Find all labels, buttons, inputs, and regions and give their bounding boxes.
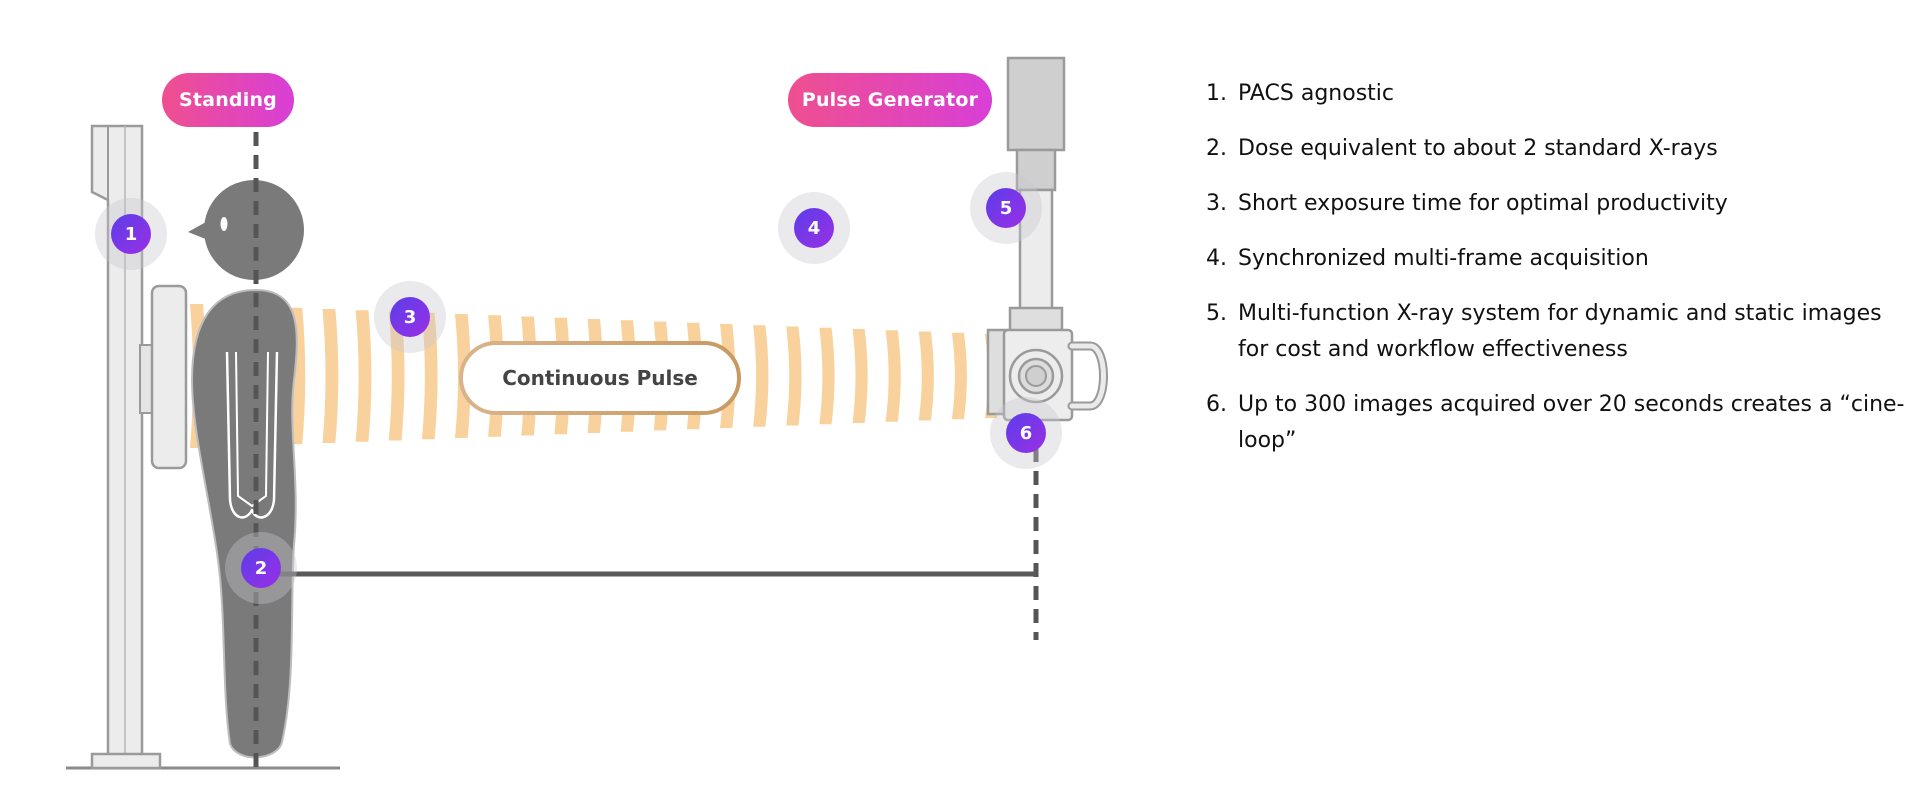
feature-item: 1. PACS agnostic (1206, 76, 1906, 112)
marker-number: 1 (111, 214, 151, 254)
beam-arc (885, 330, 901, 422)
feature-list: 1. PACS agnostic 2. Dose equivalent to abo… (1206, 76, 1906, 478)
pulse-generator-label: Pulse Generator (788, 73, 992, 127)
feature-text: Dose equivalent to about 2 standard X-ra… (1238, 136, 1718, 161)
marker-number: 2 (241, 548, 281, 588)
feature-item: 4. Synchronized multi-frame acquisition (1206, 241, 1906, 277)
marker-number: 5 (986, 188, 1026, 228)
xray-source-assembly (986, 56, 1108, 422)
beam-arc (951, 332, 967, 420)
feature-item: 3. Short exposure time for optimal produc… (1206, 186, 1906, 222)
beam-arc (786, 326, 802, 426)
beam-arc (753, 325, 769, 427)
marker-4[interactable]: 4 (778, 192, 850, 264)
beam-arc (388, 311, 405, 441)
beam-arc (355, 310, 372, 442)
feature-text: Short exposure time for optimal producti… (1238, 191, 1728, 216)
feature-number: 3. (1206, 191, 1227, 216)
standing-person-figure (188, 180, 304, 759)
detector-stand (90, 124, 188, 770)
feature-text: PACS agnostic (1238, 81, 1394, 106)
feature-text: Multi-function X-ray system for dynamic … (1238, 301, 1882, 362)
beam-arc (852, 329, 868, 423)
feature-number: 4. (1206, 246, 1227, 271)
feature-item: 6. Up to 300 images acquired over 20 seco… (1206, 387, 1906, 459)
marker-1[interactable]: 1 (95, 198, 167, 270)
feature-number: 5. (1206, 301, 1227, 326)
marker-3[interactable]: 3 (374, 281, 446, 353)
marker-6[interactable]: 6 (990, 397, 1062, 469)
marker-number: 4 (794, 208, 834, 248)
marker-number: 3 (390, 297, 430, 337)
continuous-pulse-box (459, 341, 741, 415)
feature-text: Up to 300 images acquired over 20 second… (1238, 392, 1905, 453)
feature-number: 6. (1206, 392, 1227, 417)
feature-item: 2. Dose equivalent to about 2 standard X-… (1206, 131, 1906, 167)
beam-arc (421, 312, 438, 440)
marker-5[interactable]: 5 (970, 172, 1042, 244)
beam-arc (322, 309, 339, 443)
feature-number: 2. (1206, 136, 1227, 161)
continuous-pulse-label: Continuous Pulse (502, 366, 698, 390)
standing-label: Standing (162, 73, 294, 127)
beam-arc (918, 331, 934, 421)
feature-item: 5. Multi-function X-ray system for dynami… (1206, 296, 1906, 368)
marker-2[interactable]: 2 (225, 532, 297, 604)
beam-arc (819, 327, 835, 425)
marker-number: 6 (1006, 413, 1046, 453)
feature-number: 1. (1206, 81, 1227, 106)
feature-text: Synchronized multi-frame acquisition (1238, 246, 1649, 271)
